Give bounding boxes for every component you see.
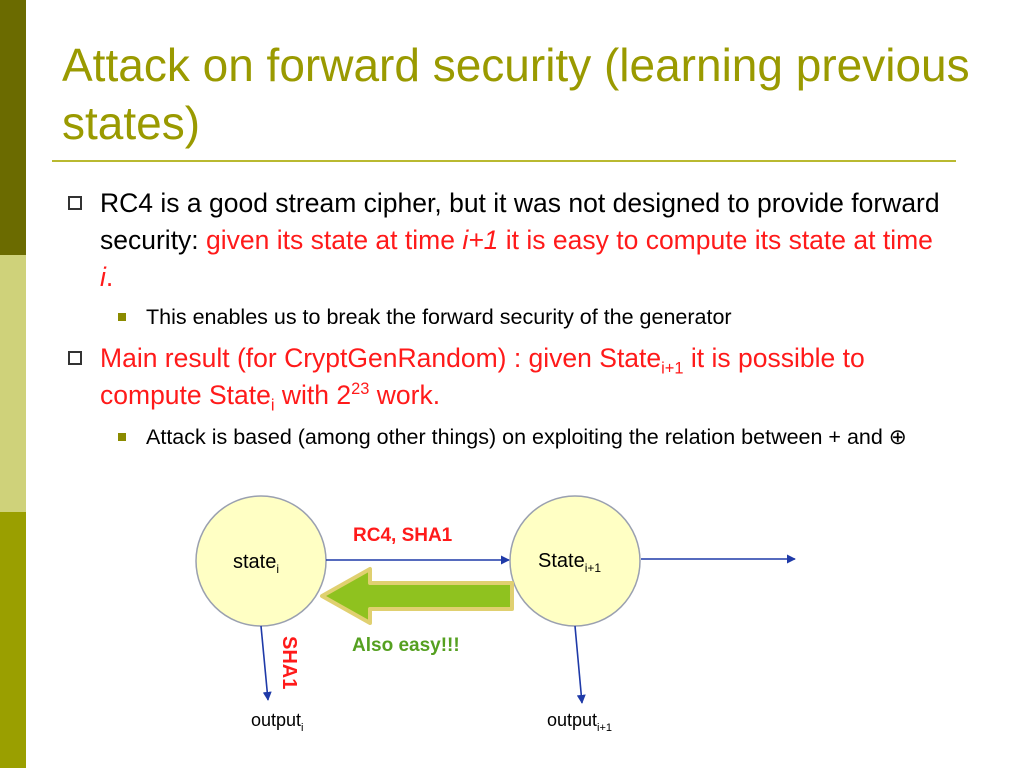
hollow-square-bullet-icon xyxy=(68,196,82,210)
left-accent-bar-top xyxy=(0,0,26,255)
state-next-label: Statei+1 xyxy=(538,550,601,575)
main-result-subscript-1: i+1 xyxy=(661,359,684,378)
main-result-part-c: with 2 xyxy=(274,380,352,410)
bullet-rc4-red-1: given its state at time xyxy=(206,225,463,255)
slide-title: Attack on forward security (learning pre… xyxy=(62,39,970,149)
title-divider xyxy=(52,160,956,162)
bullet-rc4-text: RC4 is a good stream cipher, but it was … xyxy=(100,185,948,296)
subbullet-forward-security: This enables us to break the forward sec… xyxy=(118,302,958,332)
left-accent-bar-bottom xyxy=(0,512,26,768)
main-result-part-d: work. xyxy=(369,380,441,410)
hollow-square-bullet-icon xyxy=(68,351,82,365)
output-next-label: outputi+1 xyxy=(547,710,612,734)
output-next-arrow xyxy=(574,625,586,704)
bullet-rc4-red-3: . xyxy=(105,262,114,292)
output-i-label: outputi xyxy=(251,710,304,734)
bullet-main-result-text: Main result (for CryptGenRandom) : given… xyxy=(100,340,948,414)
bullet-rc4-italic-1: i+1 xyxy=(462,225,499,255)
main-result-subscript-2: i xyxy=(270,396,275,415)
subbullet-attack-basis: Attack is based (among other things) on … xyxy=(118,422,958,452)
subbullet-attack-basis-text: Attack is based (among other things) on … xyxy=(146,425,907,449)
filled-square-bullet-icon xyxy=(118,313,126,321)
also-easy-label: Also easy!!! xyxy=(352,635,460,656)
bullet-main-result: Main result (for CryptGenRandom) : given… xyxy=(68,340,948,414)
output-i-arrow xyxy=(260,625,272,701)
subbullet-forward-security-text: This enables us to break the forward sec… xyxy=(146,305,732,329)
main-result-superscript: 23 xyxy=(351,380,370,399)
left-accent-bar-middle xyxy=(0,255,26,512)
state-i-label: statei xyxy=(233,551,279,576)
main-result-part-b: it is possible to compute State xyxy=(100,343,865,410)
bullet-rc4-plain: RC4 is a good stream cipher, but it was … xyxy=(100,188,940,255)
bullet-rc4: RC4 is a good stream cipher, but it was … xyxy=(68,185,948,296)
bullet-rc4-italic-2: i xyxy=(100,262,106,292)
bullet-rc4-red-2: it is easy to compute its state at time xyxy=(498,225,933,255)
sha1-vertical-label: SHA1 xyxy=(278,636,300,689)
rc4-sha1-label: RC4, SHA1 xyxy=(353,525,453,546)
main-result-part-a: Main result (for CryptGenRandom) : given… xyxy=(100,343,662,373)
filled-square-bullet-icon xyxy=(118,433,126,441)
backward-green-arrow-icon xyxy=(320,567,514,625)
